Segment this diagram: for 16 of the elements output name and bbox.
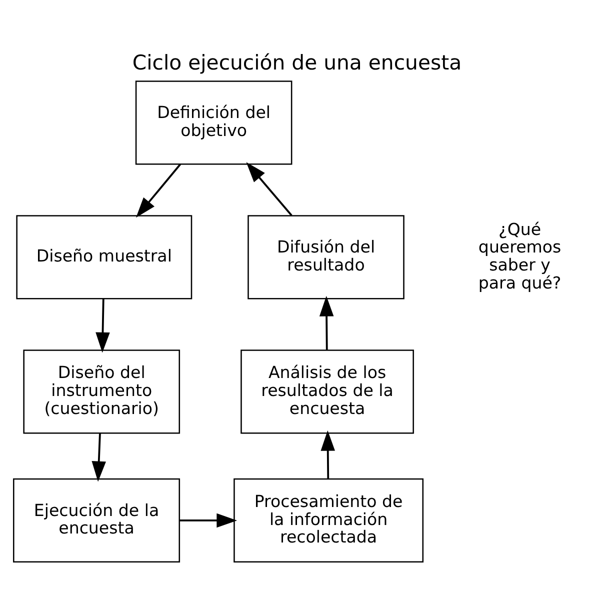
- arrow: [320, 430, 336, 478]
- label: ¿Qué queremos saber y para qué?: [478, 219, 562, 292]
- node-box: Análisis de los resultados de la encuesta: [240, 349, 414, 434]
- node-box: Definición del objetivo: [135, 80, 292, 164]
- node-box: Diseño del instrumento (cuestionario): [23, 349, 180, 434]
- arrow: [96, 298, 110, 352]
- node-box: Difusión del resultado: [248, 214, 404, 299]
- node-box: Diseño muestral: [16, 214, 192, 299]
- arrow: [92, 432, 106, 482]
- arrow: [179, 512, 238, 528]
- diagram-title: Ciclo ejecución de una encuesta: [132, 50, 462, 74]
- node-box: Procesamiento de la información recolectada: [234, 478, 424, 562]
- node-box: Ejecución de la encuesta: [13, 478, 180, 562]
- arrow: [136, 163, 182, 218]
- arrow: [319, 295, 334, 350]
- arrow: [246, 162, 292, 216]
